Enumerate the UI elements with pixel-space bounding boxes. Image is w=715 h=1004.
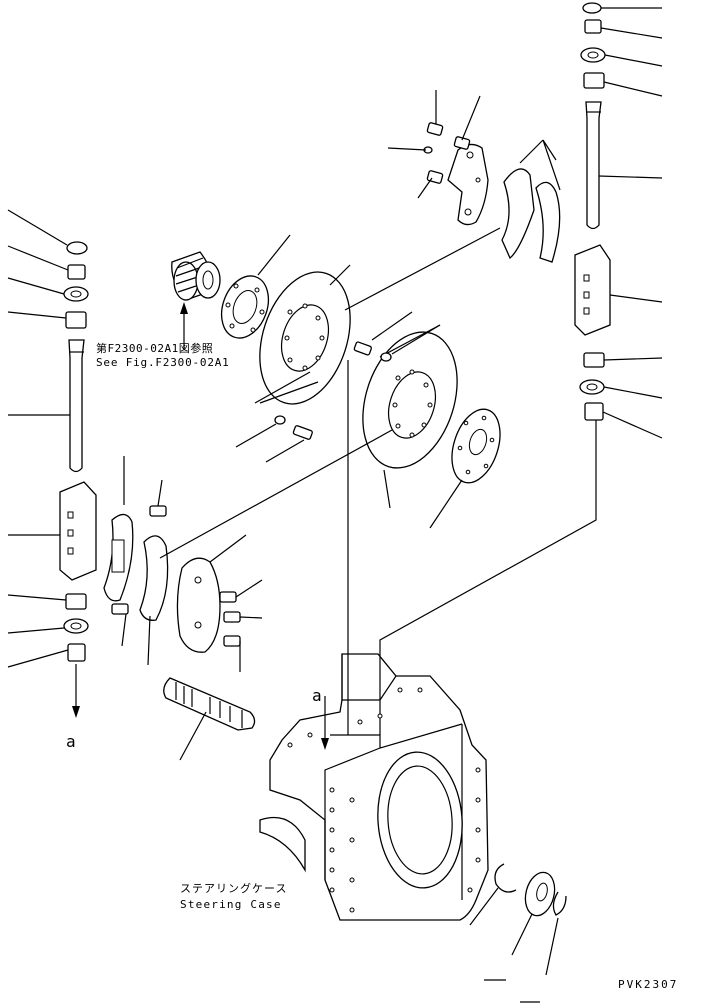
drawing-code: PVK2307: [618, 978, 679, 991]
lower-bracket: [177, 535, 262, 672]
gear-hub: [172, 252, 220, 350]
bearing-left-lower: [66, 594, 86, 609]
bearing-left-bottom: [68, 644, 85, 661]
snap-ring-top: [583, 3, 601, 13]
bearing-left-upper: [66, 312, 86, 328]
arrow-up-icon: [180, 302, 188, 314]
right-stack: [575, 3, 662, 438]
steering-case-label-jp: ステアリングケース: [180, 882, 288, 895]
left-stack: [8, 210, 96, 718]
bearing-top: [585, 20, 601, 33]
upper-bracket: [388, 90, 488, 225]
disc-lower: [347, 320, 474, 508]
bearing-upper: [584, 73, 604, 88]
housing-tube-right: [575, 245, 610, 335]
bearing-left-top: [68, 265, 85, 279]
figure-reference-en: See Fig.F2300-02A1: [96, 356, 230, 369]
spline-shaft: [164, 678, 255, 760]
steering-case: [260, 654, 488, 920]
figure-reference-jp: 第F2300-02A1図参照: [96, 342, 214, 355]
steering-case-label-en: Steering Case: [180, 898, 282, 911]
bearing-bottom: [585, 403, 603, 420]
arrow-down-icon: [72, 706, 80, 718]
hub-plate: [430, 403, 509, 528]
brake-shoes-upper: [502, 140, 560, 262]
housing-tube-left: [60, 482, 96, 580]
bottom-seals: [470, 864, 566, 975]
arrow-label-a-left: a: [66, 732, 76, 751]
arrow-down-icon: [321, 738, 329, 750]
small-bolts-mid: [236, 312, 440, 462]
arrow-label-a-case: a: [312, 686, 322, 705]
brake-shoes-lower: [104, 456, 168, 665]
flange: [213, 235, 290, 345]
disc-upper: [244, 260, 366, 415]
bearing-lower: [584, 353, 604, 367]
shaft-right: [586, 102, 601, 229]
shaft-left: [69, 340, 84, 472]
snap-ring-left: [67, 242, 87, 254]
